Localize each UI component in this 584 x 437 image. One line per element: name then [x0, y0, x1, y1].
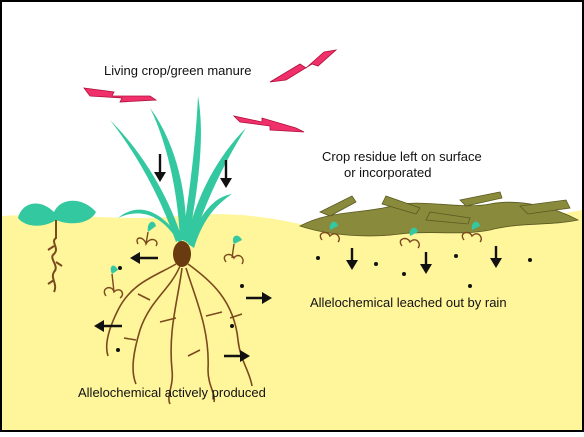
label-living-crop: Living crop/green manure [104, 64, 251, 78]
label-crop-residue-line2: or incorporated [344, 166, 431, 180]
label-leached: Allelochemical leached out by rain [310, 296, 507, 310]
label-crop-residue: Crop residue left on surface [322, 150, 482, 164]
label-produced: Allelochemical actively produced [78, 386, 266, 400]
crop-crown-icon [173, 241, 191, 267]
